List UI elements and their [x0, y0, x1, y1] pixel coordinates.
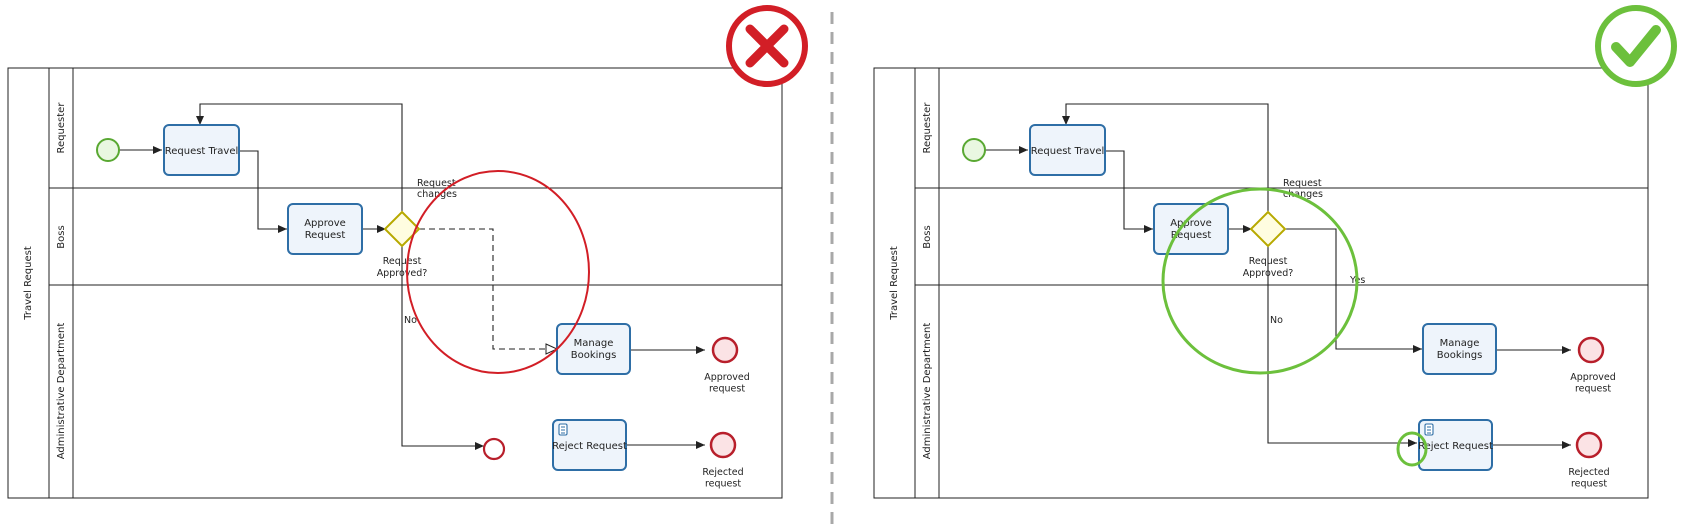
task-manage-bookings-box	[1422, 323, 1497, 375]
end-event-rejected[interactable]	[1575, 431, 1603, 459]
task-reject-request[interactable]: Reject Request	[552, 419, 627, 471]
task-reject-request-label: Reject Request	[552, 441, 627, 452]
task-manage-bookings-label: Manage	[1440, 338, 1480, 349]
task-reject-request-label: Reject Request	[1418, 441, 1493, 452]
task-manage-bookings-label: Bookings	[571, 350, 617, 361]
lane-label-requester: Requester	[922, 102, 933, 154]
end-event-rejected[interactable]	[709, 431, 737, 459]
start-event[interactable]	[962, 138, 986, 162]
task-reject-request-box	[552, 419, 627, 471]
check-mark-icon	[1595, 5, 1677, 87]
diagram-wrong: Travel Request RequesterBossAdministrativ…	[7, 5, 808, 499]
gateway-label: Request	[383, 256, 422, 267]
task-request-travel[interactable]: Request Travel	[1029, 124, 1106, 176]
x-mark-icon	[726, 5, 808, 87]
pool-label: Travel Request	[889, 246, 900, 321]
flow-label-request-changes: changes	[417, 189, 457, 200]
start-event[interactable]	[96, 138, 120, 162]
exclusive-gateway[interactable]	[1249, 210, 1287, 248]
stray-end-event[interactable]	[482, 437, 506, 461]
error-highlight-circle	[406, 170, 590, 374]
flow-no	[401, 245, 484, 450]
exclusive-gateway[interactable]	[383, 210, 421, 248]
end-label-rejected: request	[705, 479, 741, 490]
flow-yes-dashed	[419, 228, 559, 355]
task-request-travel-box	[163, 124, 240, 176]
task-approve-request-box	[287, 203, 363, 255]
x-mark-cross	[745, 24, 789, 68]
check-mark-tick	[1611, 25, 1661, 67]
flow-request-to-approve	[239, 150, 287, 233]
diagram-right: Travel Request RequesterBossAdministrativ…	[873, 5, 1677, 499]
correct-highlight-small	[1396, 431, 1428, 467]
pool-label: Travel Request	[23, 246, 34, 321]
lane-label-boss: Boss	[922, 225, 933, 248]
correct-highlight-circle	[1161, 187, 1359, 375]
check-mark-ring	[1595, 5, 1677, 87]
gateway-label: Approved?	[1243, 268, 1294, 279]
end-label-approved: Approved	[1570, 372, 1616, 383]
gateway-label: Approved?	[377, 268, 428, 279]
script-task-icon-lines	[561, 426, 565, 434]
task-request-travel-label: Request Travel	[165, 146, 239, 157]
flow-label-no: No	[1270, 315, 1283, 326]
flow-label-request-changes: Request	[417, 178, 456, 189]
pool-border	[873, 67, 1649, 499]
flow-yes	[1285, 228, 1422, 353]
flow-request-changes	[1062, 103, 1269, 211]
task-request-travel-box	[1029, 124, 1106, 176]
end-label-rejected: Rejected	[1568, 467, 1609, 478]
flow-no	[1267, 245, 1417, 447]
lane-label-admin: Administrative Department	[922, 323, 933, 460]
lane-label-boss: Boss	[56, 225, 67, 248]
task-approve-request-box	[1153, 203, 1229, 255]
task-manage-bookings-label: Bookings	[1437, 350, 1483, 361]
task-approve-request-label: Approve	[1170, 218, 1212, 229]
end-label-rejected: request	[1571, 479, 1607, 490]
task-approve-request-label: Request	[305, 230, 346, 241]
lane-label-requester: Requester	[56, 102, 67, 154]
script-task-icon-lines	[1427, 426, 1431, 434]
flow-label-request-changes: changes	[1283, 189, 1323, 200]
task-reject-request-box	[1418, 419, 1493, 471]
task-request-travel[interactable]: Request Travel	[163, 124, 240, 176]
task-approve-request-label: Request	[1171, 230, 1212, 241]
flow-label-request-changes: Request	[1283, 178, 1322, 189]
task-request-travel-label: Request Travel	[1031, 146, 1105, 157]
flow-request-changes	[196, 103, 403, 211]
gateway-label: Request	[1249, 256, 1288, 267]
end-event-approved[interactable]	[1577, 336, 1605, 364]
task-manage-bookings-box	[556, 323, 631, 375]
end-label-rejected: Rejected	[702, 467, 743, 478]
lane-label-admin: Administrative Department	[56, 323, 67, 460]
end-label-approved: request	[1575, 384, 1611, 395]
end-label-approved: request	[709, 384, 745, 395]
end-event-approved[interactable]	[711, 336, 739, 364]
task-reject-request[interactable]: Reject Request	[1418, 419, 1493, 471]
pool-border	[7, 67, 783, 499]
end-label-approved: Approved	[704, 372, 750, 383]
task-manage-bookings-label: Manage	[574, 338, 614, 349]
flow-request-to-approve	[1105, 150, 1153, 233]
task-approve-request-label: Approve	[304, 218, 346, 229]
flow-label-no: No	[404, 315, 417, 326]
